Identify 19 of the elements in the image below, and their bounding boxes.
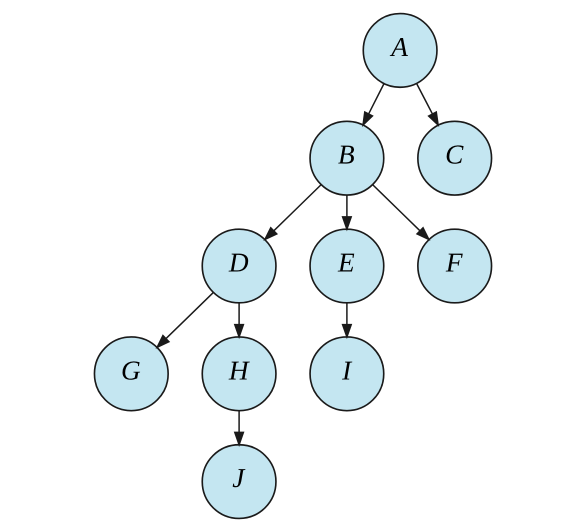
node-circle: A [362, 12, 438, 88]
node-circle: B [308, 120, 384, 196]
arrow [155, 292, 214, 349]
node-circle: I [308, 336, 384, 412]
arrow [341, 302, 352, 340]
node-circle: J [200, 444, 276, 520]
node-circle: C [416, 120, 492, 196]
arrow [233, 410, 244, 447]
node-circle: H [200, 336, 276, 412]
arrow [233, 302, 244, 340]
arrow [416, 84, 439, 127]
node-circle: E [308, 228, 384, 304]
arrow [341, 195, 352, 232]
arrow [362, 84, 384, 127]
arrow [262, 184, 321, 242]
arrow [372, 184, 430, 242]
node-circle: G [93, 336, 168, 412]
node-circle: F [416, 228, 492, 304]
node-circle: D [200, 228, 276, 304]
